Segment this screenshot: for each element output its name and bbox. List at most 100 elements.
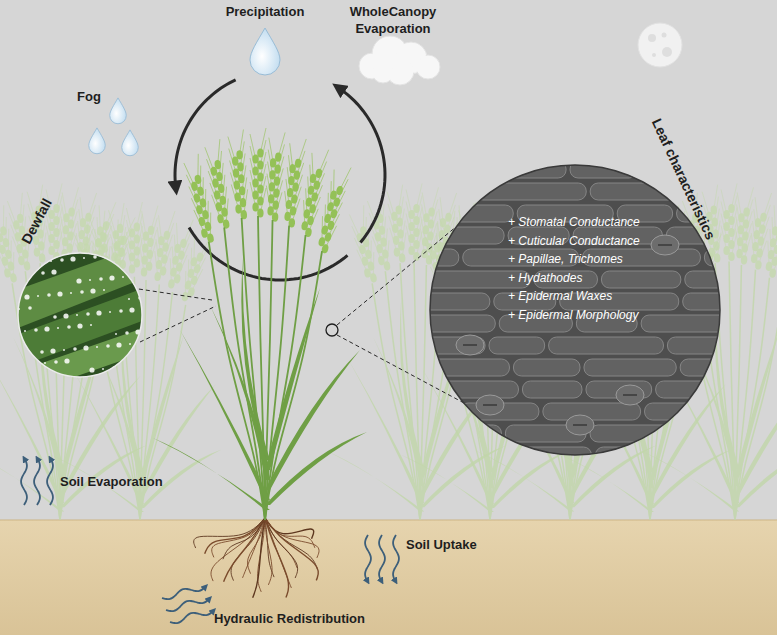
dew-photo: [17, 263, 19, 265]
micrograph: [685, 271, 774, 288]
micrograph: [667, 337, 734, 354]
wheat-spike: [134, 222, 140, 231]
wheat-spike: [326, 181, 336, 204]
wheat-spike: [406, 184, 422, 262]
wheat-spike: [77, 209, 84, 231]
wheat-spike: [46, 226, 51, 248]
wheat-spike: [306, 165, 315, 188]
wheat-spike: [286, 155, 293, 177]
wheat-spike: [257, 160, 263, 169]
wheat-spike: [191, 197, 200, 220]
wheat-spike: [732, 196, 737, 218]
wheat-spike: [57, 196, 62, 218]
wheat-spike: [349, 213, 358, 236]
wheat-spike: [17, 193, 25, 215]
background-wheat: [325, 184, 507, 521]
wheat-spike: [721, 226, 726, 248]
wheat-spike: [419, 228, 425, 250]
wheat-spike: [257, 196, 263, 205]
wheat-spike: [57, 184, 62, 206]
wheat-spike: [218, 163, 226, 185]
wheat-spike: [204, 139, 232, 230]
trait-item: + Hydathodes: [508, 271, 582, 285]
micrograph: [595, 447, 663, 464]
wheat-spike: [352, 225, 361, 248]
wheat-spike: [126, 202, 142, 274]
wheat-spike: [23, 261, 31, 271]
fog-drop: [122, 130, 139, 156]
wheat-spike: [266, 174, 272, 196]
micrograph: [549, 337, 664, 354]
micrograph: [425, 447, 507, 464]
wheat-spike: [432, 199, 438, 221]
wheat-spike: [771, 226, 777, 236]
wheat-spike: [134, 234, 140, 243]
wheat-spike: [398, 185, 405, 207]
dew-photo: [76, 314, 78, 316]
wheat-spike: [776, 214, 777, 293]
wheat-spike: [252, 166, 258, 175]
wheat-spike: [300, 200, 309, 223]
dew-photo: [44, 362, 46, 364]
wheat-leaf: [640, 450, 739, 511]
micrograph: [623, 394, 637, 396]
root-system: [194, 518, 265, 548]
wheat-leaf: [560, 454, 654, 512]
dew-photo: [122, 364, 127, 369]
wheat-spike: [59, 228, 65, 250]
wheat-spike: [264, 132, 285, 222]
dew-photo: [115, 333, 117, 335]
wheat-leaf: [650, 450, 732, 508]
micrograph: [584, 359, 676, 376]
dew-photo: [60, 258, 64, 262]
micrograph: [679, 425, 760, 442]
root-system: [265, 518, 274, 577]
dew-photo: [64, 358, 69, 363]
dew-photo: [96, 310, 101, 315]
wheat-spike: [183, 154, 217, 245]
dew-photo: [119, 309, 123, 313]
wheat-spike: [252, 178, 258, 187]
dew-photo: [116, 342, 121, 347]
wheat-spike: [721, 190, 726, 212]
wheat-spike: [329, 213, 339, 236]
wheat-spike: [182, 231, 191, 254]
wheat-spike: [73, 231, 82, 254]
wheat-spike: [126, 208, 131, 230]
dew-photo: [70, 256, 75, 261]
wheat-spike: [278, 144, 284, 166]
wheat-spike: [279, 132, 285, 154]
trait-item: + Epidermal Waxes: [508, 289, 612, 303]
wheat-spike: [1, 217, 10, 240]
wheat-spike: [0, 205, 20, 284]
wheat-spike: [203, 201, 212, 224]
wheat-spike: [769, 268, 777, 278]
wheat-spike: [126, 244, 131, 266]
wheat-spike: [257, 172, 263, 181]
wheat-spike: [357, 249, 366, 272]
wheat-spike: [314, 184, 323, 207]
wheat-spike: [267, 150, 273, 172]
wheat-spike: [227, 129, 249, 219]
wheat-spike: [753, 197, 760, 219]
wheat-spike: [413, 240, 419, 249]
wheat-spike: [735, 216, 741, 238]
wheat-spike: [231, 184, 238, 206]
evaporation-arrow: [21, 458, 27, 505]
wheat-spike: [196, 256, 206, 279]
wheat-spike: [184, 162, 193, 185]
wheat-spike: [129, 240, 135, 249]
wheat-spike: [278, 156, 284, 178]
wheat-spike: [229, 148, 236, 170]
dew-photo: [8, 243, 158, 393]
wheat-spike: [774, 249, 777, 272]
micrograph: [522, 381, 582, 398]
wheat-leaf: [210, 305, 270, 480]
wheat-spike: [222, 187, 230, 209]
wheat-spike: [749, 233, 756, 255]
wheat-spike: [732, 184, 737, 206]
wheat-leaf: [96, 348, 144, 488]
wheat-spike: [728, 204, 734, 213]
micrograph: [590, 183, 681, 200]
wheat-spike: [369, 273, 377, 283]
